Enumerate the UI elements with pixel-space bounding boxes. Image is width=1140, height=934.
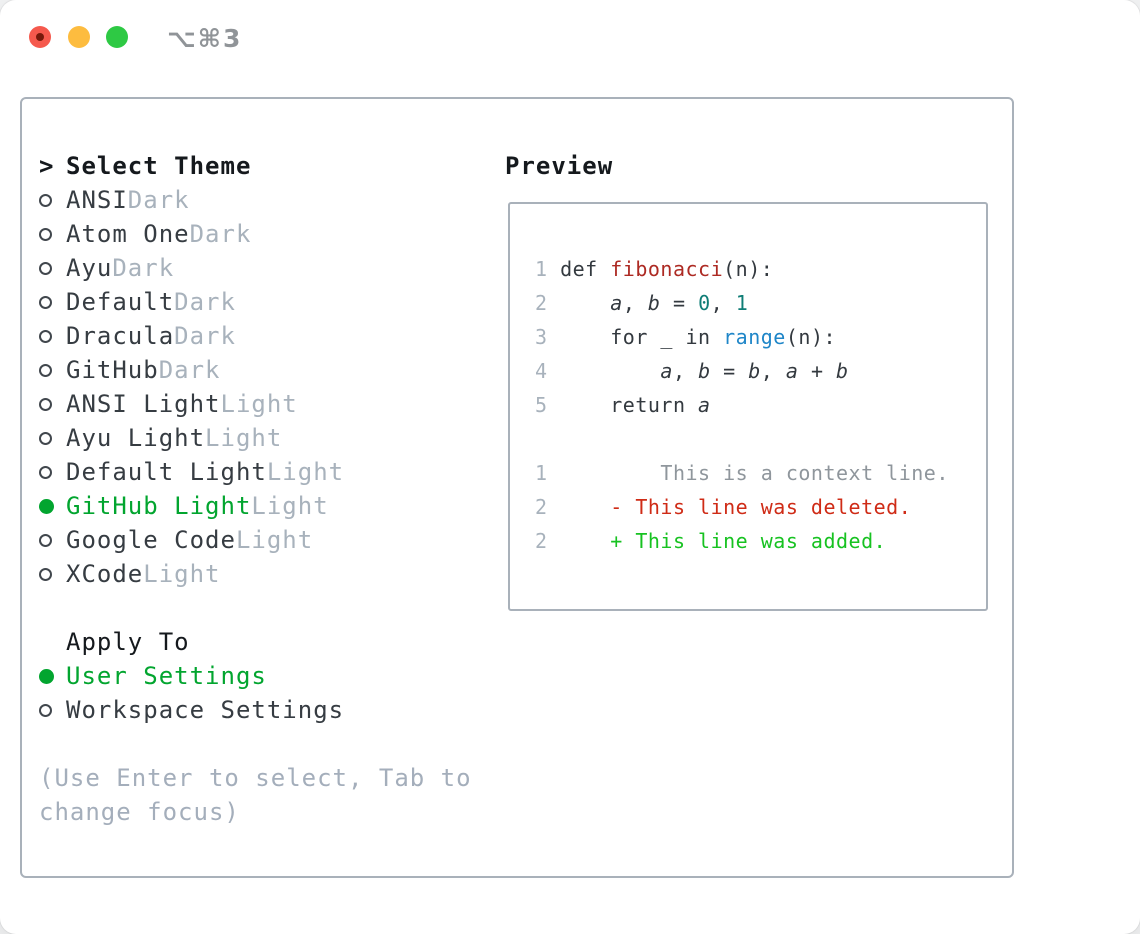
spacer (39, 727, 472, 761)
theme-item-default[interactable]: Default Dark (39, 285, 472, 319)
preview-line-3: 3 for _ in range(n): (535, 325, 837, 349)
theme-item-atom-one[interactable]: Atom One Dark (39, 217, 472, 251)
theme-item-ansi[interactable]: ANSI Dark (39, 183, 472, 217)
theme-item-name: XCode (66, 560, 144, 588)
radio-unselected-icon (39, 295, 66, 309)
radio-unselected-icon (39, 329, 66, 343)
radio-unselected-icon (39, 363, 66, 377)
radio-selected-icon (39, 498, 66, 514)
preview-pane: 1 def fibonacci(n): 2 a, b = 0, 1 3 for _ … (508, 202, 988, 611)
theme-item-name: Atom One (66, 220, 190, 248)
theme-item-name: Default (66, 288, 175, 316)
theme-item-variant: Dark (112, 254, 175, 282)
apply-option-user-settings[interactable]: User Settings (39, 659, 472, 693)
radio-unselected-icon (39, 567, 66, 581)
apply-option-workspace-settings[interactable]: Workspace Settings (39, 693, 472, 727)
preview-line-1: 1 def fibonacci(n): (535, 257, 774, 281)
theme-item-variant: Light (266, 458, 345, 486)
keyboard-shortcut-label: ⌥⌘3 (167, 24, 243, 53)
preview-line-4: 4 a, b = b, a + b (535, 359, 849, 383)
preview-line-2: 2 a, b = 0, 1 (535, 291, 749, 315)
apply-to-header: Apply To (39, 625, 472, 659)
preview-blank-line (535, 422, 986, 456)
radio-unselected-icon (39, 261, 66, 275)
theme-item-dracula[interactable]: Dracula Dark (39, 319, 472, 353)
theme-item-name: GitHub (66, 356, 159, 384)
theme-item-google-code[interactable]: Google Code Light (39, 523, 472, 557)
radio-unselected-icon (39, 193, 66, 207)
close-button[interactable] (29, 26, 51, 48)
theme-item-variant: Light (235, 526, 314, 554)
radio-unselected-icon (39, 431, 66, 445)
preview-line-5: 5 return a (535, 393, 711, 417)
radio-unselected-icon (39, 465, 66, 479)
theme-item-github[interactable]: GitHub Dark (39, 353, 472, 387)
theme-item-name: Dracula (66, 322, 175, 350)
prompt-icon: > (39, 152, 55, 180)
select-theme-header-label: Select Theme (66, 152, 252, 180)
theme-item-name: Ayu (66, 254, 113, 282)
theme-item-github-light[interactable]: GitHub Light Light (39, 489, 472, 523)
theme-item-variant: Light (220, 390, 298, 418)
theme-item-name: ANSI Light (66, 390, 221, 418)
theme-item-variant: Light (251, 492, 329, 520)
theme-item-name: GitHub Light (66, 492, 252, 520)
theme-item-xcode[interactable]: XCode Light (39, 557, 472, 591)
theme-item-variant: Light (205, 424, 283, 452)
minimize-button[interactable] (68, 26, 90, 48)
theme-item-variant: Dark (158, 356, 221, 384)
theme-item-variant: Dark (189, 220, 252, 248)
theme-item-name: Google Code (66, 526, 236, 554)
preview-header: Preview (505, 152, 614, 180)
theme-item-variant: Dark (174, 322, 236, 350)
preview-line-8: 2 - This line was deleted. (535, 495, 912, 519)
theme-item-name: Default Light (66, 458, 267, 486)
theme-item-ayu-light[interactable]: Ayu Light Light (39, 421, 472, 455)
select-theme-header: > Select Theme (39, 149, 472, 183)
preview-line-9: 2 + This line was added. (535, 529, 887, 553)
theme-item-variant: Light (143, 560, 221, 588)
radio-unselected-icon (39, 397, 66, 411)
radio-unselected-icon (39, 533, 66, 547)
zoom-button[interactable] (106, 26, 128, 48)
radio-unselected-icon (39, 703, 66, 717)
spacer (39, 591, 472, 625)
apply-option-label: Workspace Settings (66, 696, 345, 724)
preview-line-7: 1 This is a context line. (535, 461, 949, 485)
radio-unselected-icon (39, 227, 66, 241)
apply-option-label: User Settings (66, 662, 267, 690)
preview-code: 1 def fibonacci(n): 2 a, b = 0, 1 3 for _ … (535, 252, 986, 558)
apply-to-header-label: Apply To (66, 628, 190, 656)
theme-item-name: Ayu Light (66, 424, 206, 452)
theme-item-name: ANSI (66, 186, 128, 214)
titlebar: ⌥⌘3 (0, 0, 1140, 74)
theme-item-ayu[interactable]: Ayu Dark (39, 251, 472, 285)
radio-selected-icon (39, 668, 66, 684)
theme-item-ansi-light[interactable]: ANSI Light Light (39, 387, 472, 421)
theme-item-variant: Dark (174, 288, 236, 316)
help-text-line-2: change focus) (39, 798, 240, 826)
theme-item-default-light[interactable]: Default Light Light (39, 455, 472, 489)
help-text-line-1: (Use Enter to select, Tab to (39, 764, 472, 792)
theme-item-variant: Dark (127, 186, 190, 214)
